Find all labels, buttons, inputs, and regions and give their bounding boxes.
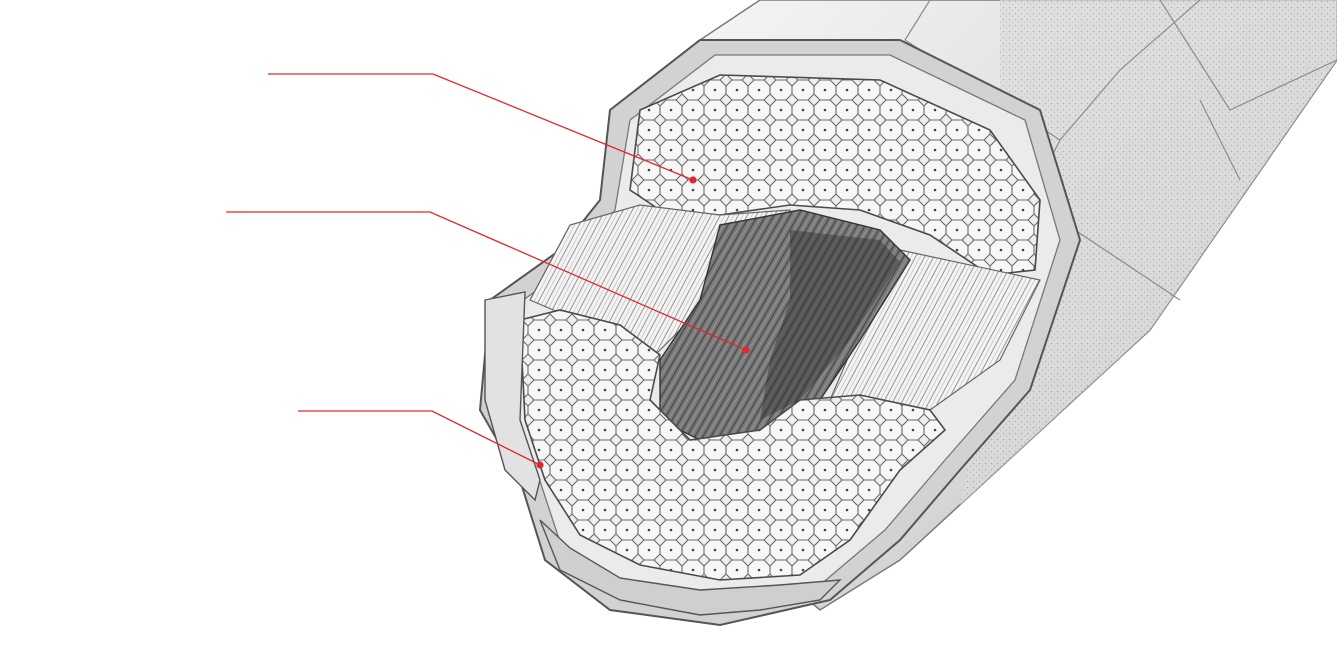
- callout-outer-sheath-line: [298, 410, 541, 466]
- callout-lines: [226, 73, 750, 469]
- central-core-shadow: [760, 230, 900, 420]
- left-sheath-flap: [484, 291, 541, 502]
- callout-outer-sheath-dot: [536, 461, 544, 469]
- callout-central-core-line: [226, 211, 747, 351]
- callout-upper-cell-layer-line: [268, 73, 694, 181]
- outer-tube-stipple: [960, 0, 1337, 505]
- callout-central-core-dot: [742, 346, 750, 354]
- lower-cell-layer: [519, 309, 947, 581]
- lower-sheath-edge: [539, 519, 842, 616]
- callout-upper-cell-layer-dot: [689, 176, 697, 184]
